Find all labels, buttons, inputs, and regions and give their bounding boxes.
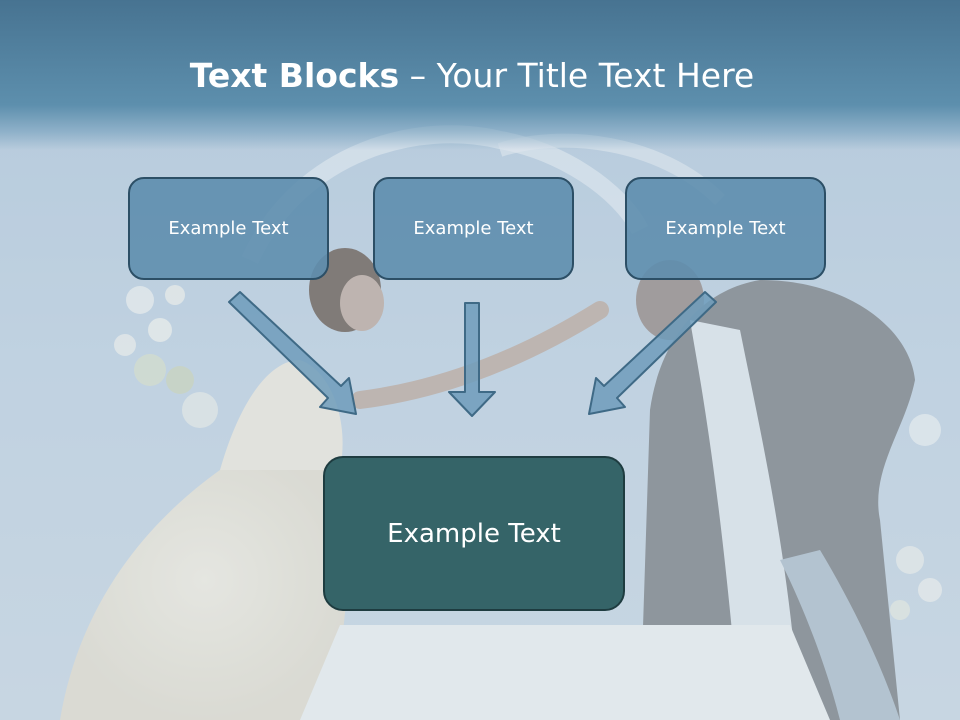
slide-title: Text Blocks – Your Title Text Here: [0, 54, 944, 98]
center-text-block-label: Example Text: [387, 518, 561, 549]
title-dash: –: [399, 56, 437, 95]
arrow-down-icon: [448, 302, 496, 417]
title-rest: Your Title Text Here: [436, 56, 755, 95]
text-block-1-label: Example Text: [168, 218, 289, 239]
text-block-1[interactable]: Example Text: [128, 177, 329, 280]
title-band: [0, 0, 960, 150]
text-block-2-label: Example Text: [413, 218, 534, 239]
arrow-left-icon: [228, 291, 357, 415]
text-block-2[interactable]: Example Text: [373, 177, 574, 280]
text-block-3-label: Example Text: [665, 218, 786, 239]
center-text-block[interactable]: Example Text: [323, 456, 625, 611]
text-block-3[interactable]: Example Text: [625, 177, 826, 280]
arrow-right-icon: [588, 291, 717, 415]
title-bold-part: Text Blocks: [189, 56, 400, 95]
